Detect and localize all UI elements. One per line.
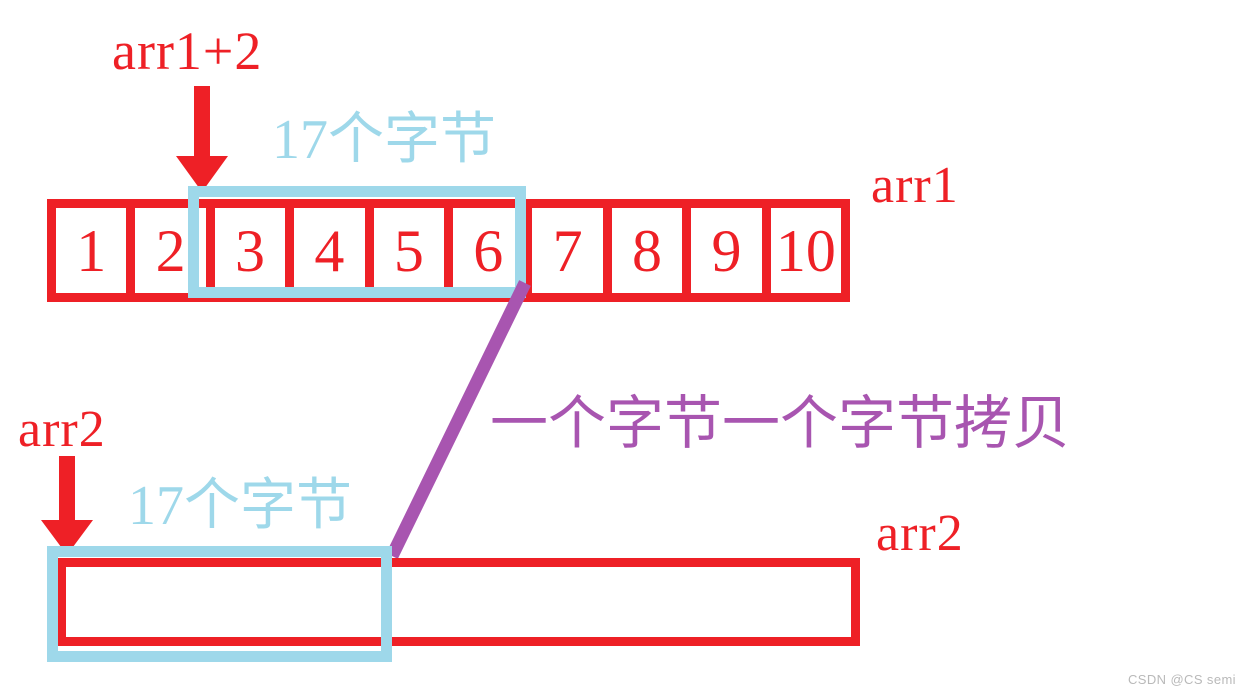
array-cell: 2 [135, 208, 215, 293]
array-cell: 5 [373, 208, 454, 293]
label-bytes-bottom: 17个字节 [128, 475, 352, 537]
watermark: CSDN @CS semi [1128, 672, 1236, 687]
label-arr2-right: arr2 [876, 505, 964, 562]
label-copy-note: 一个字节一个字节拷贝 [490, 391, 1071, 456]
label-arr2-left: arr2 [18, 401, 106, 458]
array-arr2 [57, 558, 860, 646]
label-bytes-top: 17个字节 [272, 109, 496, 171]
array-cell: 1 [56, 208, 136, 293]
array-cell: 4 [294, 208, 374, 293]
down-arrow-icon-arr1-plus-2 [172, 86, 232, 198]
array-cell: 3 [214, 208, 295, 293]
array-cell: 8 [611, 208, 692, 293]
array-cell: 9 [691, 208, 771, 293]
label-arr1-right: arr1 [871, 157, 959, 214]
label-arr1-plus-2: arr1+2 [112, 21, 263, 81]
array-cell: 10 [770, 208, 842, 293]
copy-direction-line [370, 270, 550, 570]
highlight-box-source-range [188, 186, 526, 298]
highlight-box-dest-range [47, 546, 392, 662]
down-arrow-icon-arr2 [37, 456, 97, 560]
array-cell: 7 [532, 208, 612, 293]
